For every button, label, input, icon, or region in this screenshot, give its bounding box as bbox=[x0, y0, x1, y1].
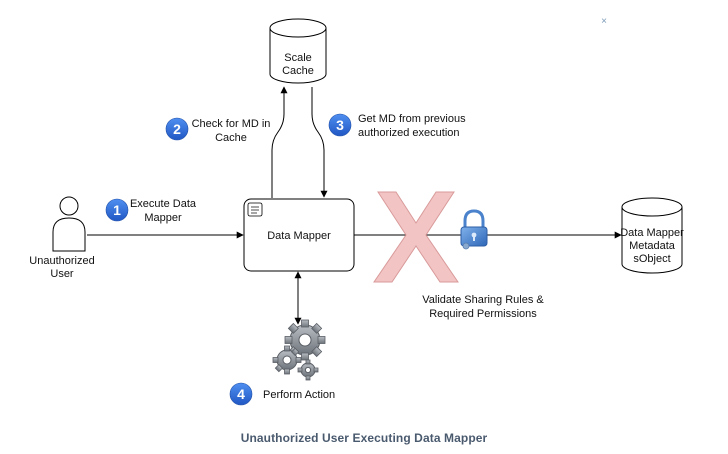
dismiss-icon[interactable]: × bbox=[601, 16, 607, 27]
data-mapper-node: Data Mapper bbox=[243, 198, 355, 272]
step-1-label-line2: Mapper bbox=[144, 212, 182, 224]
metadata-label-line2: Metadata bbox=[629, 240, 676, 252]
user-icon bbox=[52, 196, 86, 252]
svg-text:2: 2 bbox=[173, 121, 181, 137]
validation-label-line1: Validate Sharing Rules & bbox=[422, 294, 544, 306]
user-label-line2: User bbox=[50, 268, 74, 280]
step-3-label-line2: authorized execution bbox=[358, 127, 460, 139]
step-1-badge: 1 bbox=[105, 198, 129, 222]
step-2-badge: 2 bbox=[165, 117, 189, 141]
step-3-badge: 3 bbox=[328, 113, 352, 137]
edge-cache-to-mapper bbox=[311, 87, 328, 198]
scale-cache-node: Scale Cache bbox=[269, 18, 327, 84]
script-icon bbox=[247, 202, 263, 217]
scale-cache-label-line2: Cache bbox=[282, 65, 314, 77]
step-4-label: Perform Action bbox=[263, 389, 335, 401]
step-4-badge: 4 bbox=[229, 382, 253, 406]
svg-text:3: 3 bbox=[336, 117, 344, 133]
access-denied-cross-icon bbox=[373, 191, 459, 283]
user-label-line1: Unauthorized bbox=[29, 255, 94, 267]
step-2-label-line2: Cache bbox=[215, 132, 247, 144]
metadata-label-line1: Data Mapper bbox=[620, 227, 684, 239]
validation-label-line2: Required Permissions bbox=[429, 308, 537, 320]
metadata-label-line3: sObject bbox=[633, 253, 670, 265]
metadata-node: Data Mapper Metadata sObject bbox=[620, 197, 684, 274]
step-2-label-line1: Check for MD in bbox=[192, 118, 271, 130]
diagram-caption: Unauthorized User Executing Data Mapper bbox=[240, 431, 488, 445]
gears-icon bbox=[272, 319, 326, 381]
edge-mapper-to-cache bbox=[271, 86, 288, 198]
step-1-label-line1: Execute Data bbox=[130, 198, 197, 210]
svg-text:1: 1 bbox=[113, 202, 121, 218]
lock-icon bbox=[460, 209, 488, 250]
data-mapper-label: Data Mapper bbox=[267, 230, 331, 242]
svg-text:4: 4 bbox=[237, 386, 245, 402]
step-3-label-line1: Get MD from previous bbox=[358, 113, 466, 125]
scale-cache-label-line1: Scale bbox=[284, 52, 312, 64]
